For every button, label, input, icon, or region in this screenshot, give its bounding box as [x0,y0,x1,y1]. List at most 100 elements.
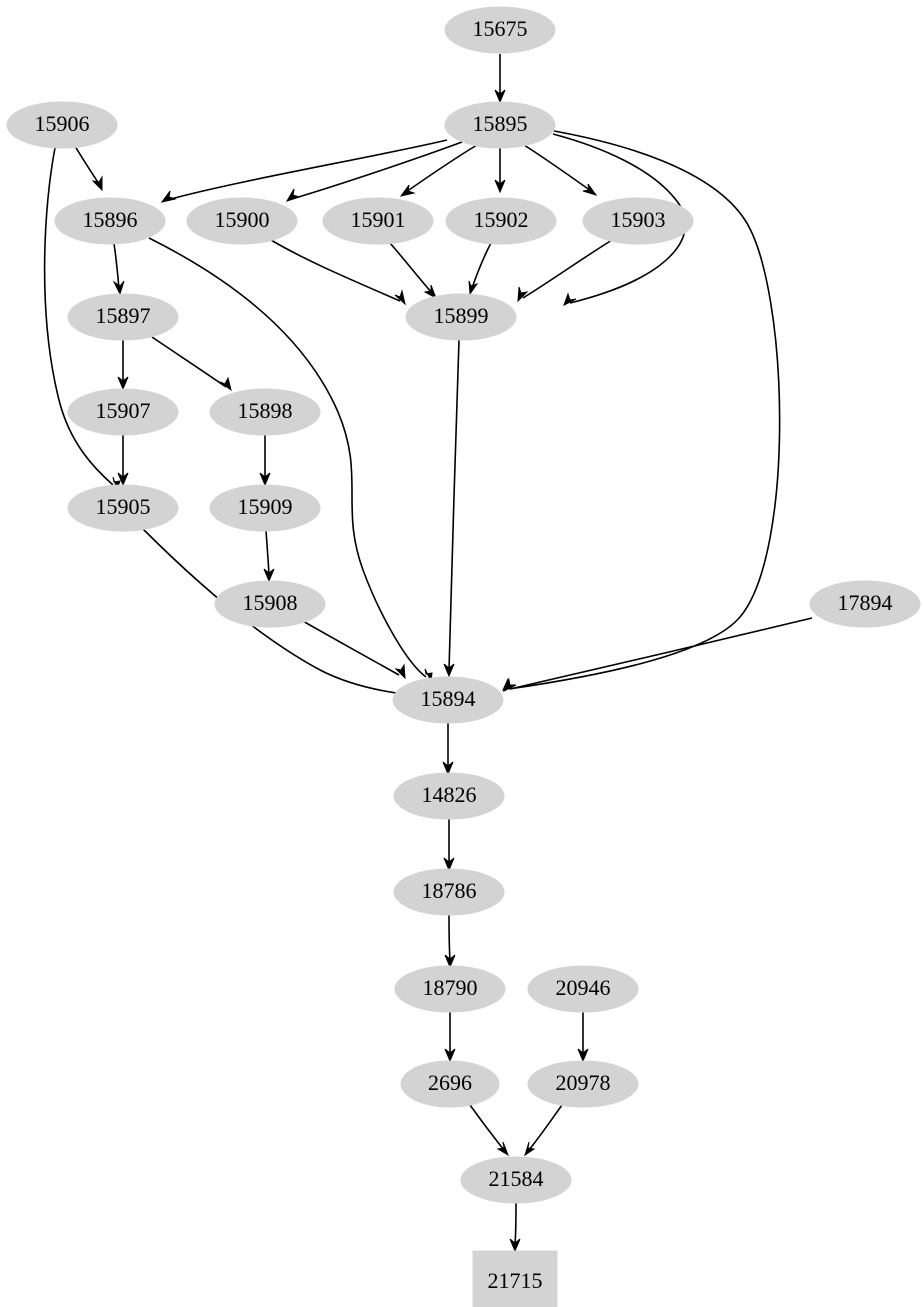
arrowhead-icon [442,761,454,776]
edge-15895-to-15903 [523,144,598,196]
node-ellipse[interactable] [322,197,434,245]
node-ellipse[interactable] [460,1156,572,1204]
arrowhead-icon [524,1141,536,1157]
node-ellipse[interactable] [527,1060,639,1108]
node-ellipse[interactable] [214,580,326,628]
edge-line [300,619,400,676]
arrowhead-icon [112,476,121,491]
arrowhead-icon [444,1048,456,1063]
graph-node-15903[interactable]: 15903 [582,197,694,245]
node-ellipse[interactable] [209,388,321,436]
graph-node-20946[interactable]: 20946 [527,965,639,1013]
node-ellipse[interactable] [67,484,179,532]
node-ellipse[interactable] [582,197,694,245]
arrowhead-icon [577,1048,589,1063]
edge-15906-to-15896 [74,145,103,192]
arrowhead-icon [117,376,129,391]
node-ellipse[interactable] [444,101,556,149]
edge-15894-to-14826 [442,723,454,776]
arrowhead-icon [117,472,129,487]
node-ellipse[interactable] [445,197,557,245]
edge-15895-to-15900 [285,141,463,202]
graph-node-15901[interactable]: 15901 [322,197,434,245]
edge-15896-to-15897 [112,243,125,296]
graph-node-15899[interactable]: 15899 [405,293,517,341]
graph-node-15895[interactable]: 15895 [444,101,556,149]
edge-17894-to-15894 [502,617,813,693]
node-ellipse[interactable] [392,676,504,724]
node-ellipse[interactable] [393,772,505,820]
arrowhead-icon [285,188,301,202]
edge-line [148,237,427,678]
node-ellipse[interactable] [400,1060,500,1108]
node-ellipse[interactable] [54,197,166,245]
arrowhead-icon [160,190,177,203]
node-ellipse[interactable] [394,965,506,1013]
arrowhead-icon [394,289,406,306]
edge-line [151,336,227,388]
graph-node-15905[interactable]: 15905 [67,484,179,532]
graph-node-21715[interactable]: 21715 [472,1250,558,1307]
node-ellipse[interactable] [405,293,517,341]
graph-node-15894[interactable]: 15894 [392,676,504,724]
node-ellipse[interactable] [67,388,179,436]
node-ellipse[interactable] [444,6,556,54]
arrowhead-icon [563,292,577,307]
edge-line [43,147,114,486]
edge-20946-to-20978 [577,1012,589,1063]
arrowhead-icon [399,184,416,197]
edge-18786-to-18790 [444,914,456,969]
graph-node-15907[interactable]: 15907 [67,388,179,436]
graph-node-15896[interactable]: 15896 [54,197,166,245]
node-ellipse[interactable] [6,101,118,149]
arrowhead-icon [423,284,437,300]
graph-node-20978[interactable]: 20978 [527,1060,639,1108]
graph-node-15909[interactable]: 15909 [209,484,321,532]
edge-line [509,617,813,690]
graph-node-15902[interactable]: 15902 [445,197,557,245]
graph-node-18786[interactable]: 18786 [393,868,505,916]
arrowhead-icon [468,280,479,296]
edge-line [523,144,592,192]
graph-node-14826[interactable]: 14826 [393,772,505,820]
arrowhead-icon [394,663,406,680]
graph-node-15900[interactable]: 15900 [186,197,298,245]
edge-15675-to-15895 [494,53,506,104]
graph-node-15675[interactable]: 15675 [444,6,556,54]
arrowhead-icon [443,857,455,872]
node-ellipse[interactable] [186,197,298,245]
graph-node-21584[interactable]: 21584 [460,1156,572,1204]
edge-line [265,530,270,576]
graph-node-2696[interactable]: 2696 [400,1060,500,1108]
edge-15897-to-15907 [117,339,129,391]
edge-line [113,243,120,289]
edge-15899-to-15894 [443,339,460,678]
node-ellipse[interactable] [393,868,505,916]
arrowhead-icon [259,472,271,487]
node-ellipse[interactable] [527,965,639,1013]
edge-line [166,139,448,201]
graph-node-15906[interactable]: 15906 [6,101,118,149]
graph-node-18790[interactable]: 18790 [394,965,506,1013]
graph-node-17894[interactable]: 17894 [809,580,921,628]
graph-node-15898[interactable]: 15898 [209,388,321,436]
edge-line [405,144,478,193]
arrowhead-icon [494,179,506,194]
arrowhead-icon [91,175,103,192]
edge-15895-to-15902 [494,147,506,194]
node-ellipse[interactable] [67,293,179,341]
edge-line [528,1104,563,1151]
edges-layer [43,53,813,1253]
edge-15900-to-15899 [270,239,406,306]
edge-15902-to-15899 [468,242,492,296]
node-ellipse[interactable] [209,484,321,532]
edge-line [74,145,100,185]
arrowhead-icon [502,678,517,693]
edge-line [389,242,433,294]
edge-15909-to-15908 [263,530,275,583]
node-rect[interactable] [472,1250,558,1307]
node-ellipse[interactable] [809,580,921,628]
graph-node-15897[interactable]: 15897 [67,293,179,341]
graph-node-15908[interactable]: 15908 [214,580,326,628]
